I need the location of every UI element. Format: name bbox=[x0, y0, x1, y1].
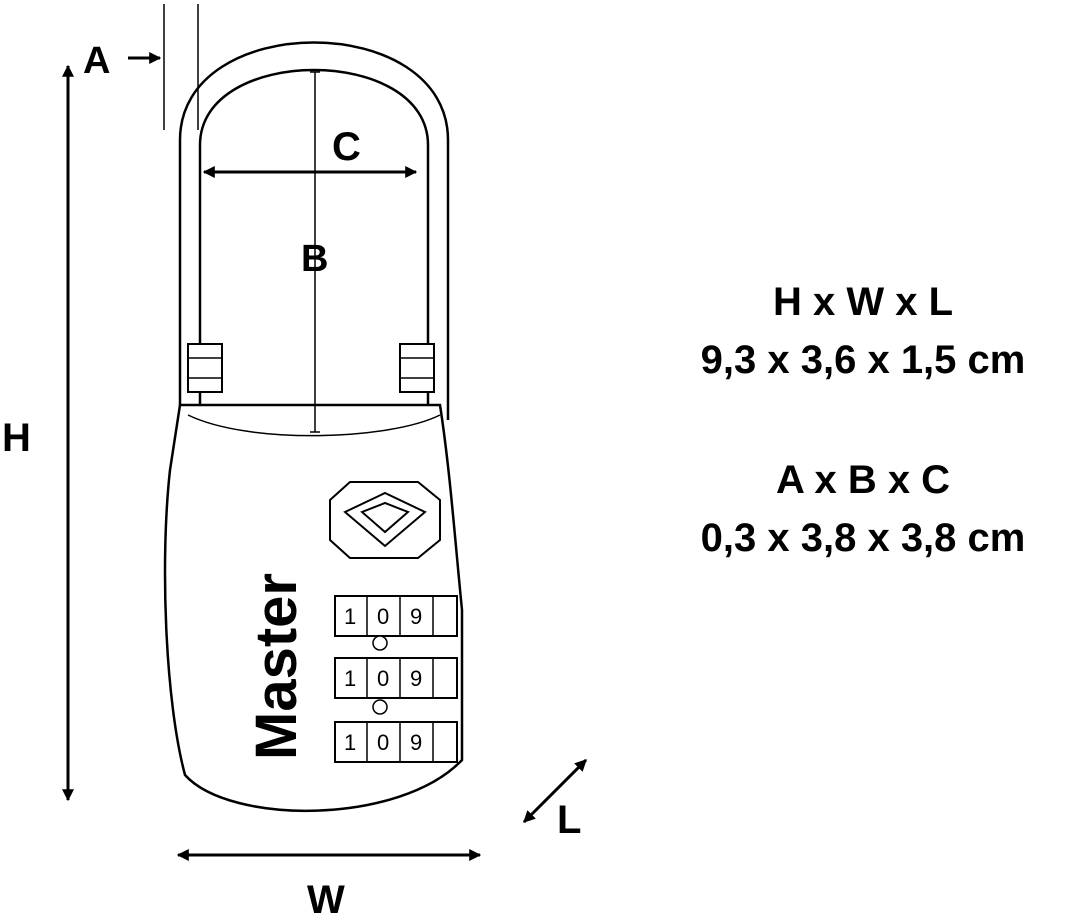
dimension-label-b: B bbox=[301, 238, 329, 280]
shackle-dimensions-label: A x B x C bbox=[775, 458, 951, 502]
dimension-label-c: C bbox=[332, 125, 361, 169]
dial-digit: 9 bbox=[410, 730, 422, 755]
dial-digit: 9 bbox=[410, 604, 422, 629]
dial-digit: 0 bbox=[377, 604, 389, 629]
dial-separator-dot bbox=[372, 635, 388, 651]
lock-body-top-curve bbox=[187, 414, 441, 437]
dimension-label-w: W bbox=[307, 878, 345, 922]
shackle-outer bbox=[178, 41, 450, 420]
shackle-ferrule-left bbox=[187, 343, 223, 393]
dial-digit: 1 bbox=[344, 666, 356, 691]
outer-dimensions-label: H x W x L bbox=[772, 280, 954, 324]
shackle-ferrule-right bbox=[399, 343, 435, 393]
brand-logo: Master bbox=[244, 573, 309, 760]
dimension-label-a: A bbox=[83, 40, 111, 82]
shackle-dimensions-value: 0,3 x 3,8 x 3,8 cm bbox=[700, 516, 1026, 560]
dimension-label-h: H bbox=[2, 416, 31, 460]
tsa-diamond-icon bbox=[329, 481, 441, 559]
dial-digit: 0 bbox=[377, 730, 389, 755]
dimension-l-arrow bbox=[522, 758, 588, 824]
dial-digit: 0 bbox=[377, 666, 389, 691]
dial-digit: 1 bbox=[344, 730, 356, 755]
shackle-inner bbox=[198, 68, 430, 420]
dimension-label-l: L bbox=[557, 798, 582, 842]
dial-separator-dot bbox=[372, 699, 388, 715]
dial-digit: 1 bbox=[344, 604, 356, 629]
combination-dial-2: 1 0 9 bbox=[334, 657, 458, 699]
combination-dial-3: 1 0 9 bbox=[334, 721, 458, 763]
outer-dimensions-value: 9,3 x 3,6 x 1,5 cm bbox=[700, 338, 1026, 382]
combination-dial-1: 1 0 9 bbox=[334, 595, 458, 637]
dial-digit: 9 bbox=[410, 666, 422, 691]
